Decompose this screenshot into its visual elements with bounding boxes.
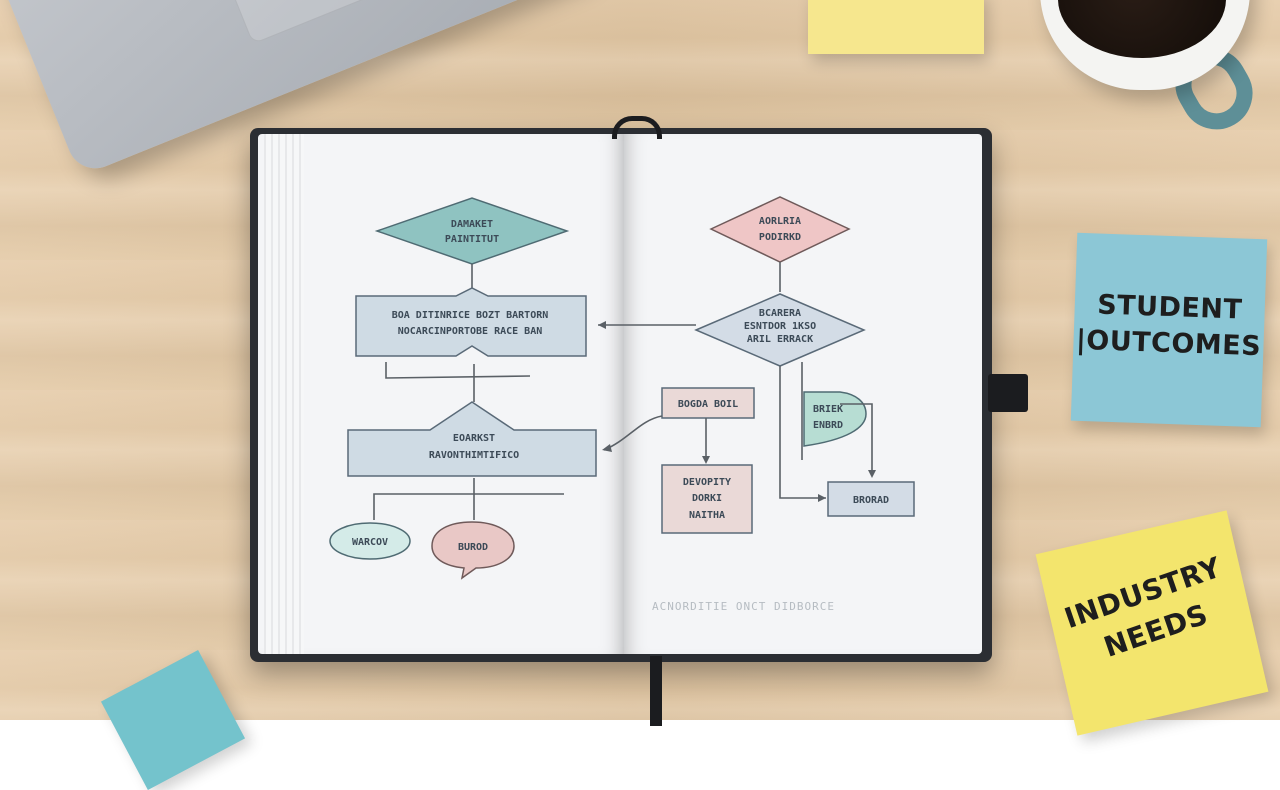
end-box-right <box>827 481 915 517</box>
process-box-left-line-1: BOA DITINRICE BOZT BARTORN <box>392 310 549 321</box>
notebook-loop <box>612 116 662 139</box>
sticky-note-top <box>808 0 984 54</box>
tall-box-right-line-3: NAITHA <box>689 510 725 521</box>
diamond-mid-right-line-2: ESNTDOR 1KSO <box>744 321 816 332</box>
diamond-top-right-line-2: PODIRKD <box>759 232 801 243</box>
shield-right <box>803 391 867 447</box>
diamond-mid-right <box>694 293 866 367</box>
diamond-mid-right-line-1: BCARERA <box>759 308 801 319</box>
wide-box-left <box>347 401 597 477</box>
sticky-note-yellow-text: INDUSTRY NEEDS <box>1060 550 1226 664</box>
right-page-footer-text: ACNORDITIE ONCT DIDBORCE <box>652 600 835 613</box>
wide-box-left-line-1: EOARKST <box>453 433 495 444</box>
oval-right-label: BUROD <box>458 542 488 553</box>
sticky-note-blue: STUDENT |OUTCOMES <box>1070 232 1268 428</box>
oval-right <box>431 521 515 580</box>
left-page <box>258 134 624 654</box>
tall-box-right <box>661 464 753 534</box>
diamond-top-right <box>709 196 851 263</box>
shield-right-line-2: ENBRD <box>813 420 843 431</box>
end-box-right-label: BRORAD <box>853 495 889 506</box>
diamond-top-left <box>374 197 570 265</box>
oval-left-label: WARCOV <box>352 537 388 548</box>
diamond-top-left-line-2: PAINTITUT <box>445 234 499 245</box>
notebook-tab <box>988 374 1028 412</box>
wide-box-left-line-2: RAVONTHIMTIFICO <box>429 450 519 461</box>
tall-box-right-line-2: DORKI <box>692 493 722 504</box>
small-box-right-label: BOGDA BOIL <box>678 399 738 410</box>
flowchart: DAMAKET PAINTITUT BOA DITINRICE BOZT BAR… <box>329 196 915 613</box>
page-edges <box>264 134 304 654</box>
diamond-mid-right-line-3: ARIL ERRACK <box>747 334 813 345</box>
bookmark-ribbon <box>650 656 662 726</box>
diamond-top-left-line-1: DAMAKET <box>451 219 493 230</box>
sticky-note-blue-text: STUDENT |OUTCOMES <box>1075 289 1262 363</box>
process-box-left <box>355 287 587 357</box>
tall-box-right-line-1: DEVOPITY <box>683 477 731 488</box>
diamond-top-right-line-1: AORLRIA <box>759 216 801 227</box>
oval-left <box>329 522 411 560</box>
small-box-right <box>661 387 755 419</box>
process-box-left-line-2: NOCARCINPORTOBE RACE BAN <box>398 326 543 337</box>
shield-right-line-1: BRIEK <box>813 404 843 415</box>
